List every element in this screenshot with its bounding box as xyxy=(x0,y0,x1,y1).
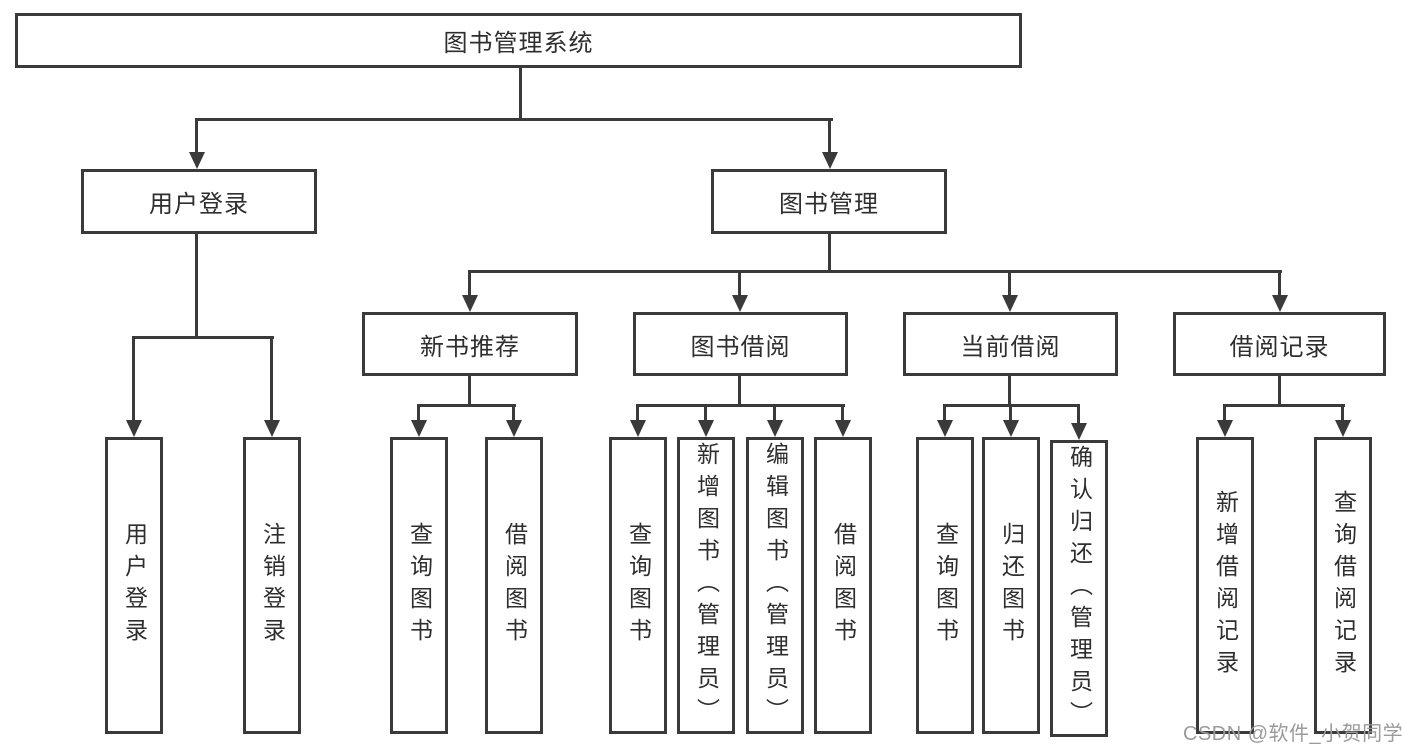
arrow-down-icon xyxy=(822,152,838,169)
leaf-return-book: 归还图书 xyxy=(982,437,1040,734)
node-book-borrowing-label: 图书借阅 xyxy=(690,333,791,361)
leaf-edit-book-admin-label: 编辑图书（管理员） xyxy=(762,441,789,730)
leaf-add-borrow-record: 新增借阅记录 xyxy=(1196,437,1254,734)
arrow-down-icon xyxy=(506,420,522,437)
leaf-add-book-admin: 新增图书（管理员） xyxy=(677,437,735,734)
arrow-down-icon xyxy=(1217,420,1233,437)
leaf-confirm-return-admin-label: 确认归还（管理员） xyxy=(1066,444,1093,733)
connector-line xyxy=(1278,376,1281,407)
node-library-system: 图书管理系统 xyxy=(15,13,1022,68)
connector-line xyxy=(195,118,833,121)
connector-line xyxy=(195,234,198,338)
arrow-down-icon xyxy=(698,420,714,437)
node-borrow-records-label: 借阅记录 xyxy=(1229,333,1330,361)
connector-line xyxy=(195,118,198,154)
connector-line xyxy=(1008,376,1011,407)
leaf-add-book-admin-label: 新增图书（管理员） xyxy=(693,441,720,730)
connector-line xyxy=(828,118,831,154)
leaf-user-login-label: 用户登录 xyxy=(121,521,148,650)
arrow-down-icon xyxy=(835,420,851,437)
arrow-down-icon xyxy=(1335,420,1351,437)
connector-line xyxy=(512,404,515,421)
leaf-query-books-borrowing-label: 查询图书 xyxy=(625,521,652,650)
connector-line xyxy=(943,404,946,421)
leaf-query-books-borrowing: 查询图书 xyxy=(609,437,667,734)
leaf-query-books-recommend: 查询图书 xyxy=(390,437,448,734)
leaf-borrow-books-borrowing: 借阅图书 xyxy=(814,437,872,734)
arrow-down-icon xyxy=(264,420,280,437)
connector-line xyxy=(468,270,1282,273)
leaf-borrow-books-borrowing-label: 借阅图书 xyxy=(830,521,857,650)
arrow-down-icon xyxy=(1272,295,1288,312)
node-book-management-label: 图书管理 xyxy=(779,191,879,218)
connector-line xyxy=(841,404,844,421)
node-library-system-label: 图书管理系统 xyxy=(443,30,594,57)
connector-line xyxy=(1223,404,1345,407)
leaf-borrow-books-recommend: 借阅图书 xyxy=(485,437,543,734)
connector-line xyxy=(738,376,741,407)
node-new-book-recommend: 新书推荐 xyxy=(362,312,578,376)
arrow-down-icon xyxy=(1003,420,1019,437)
arrow-down-icon xyxy=(462,295,478,312)
leaf-query-books-current: 查询图书 xyxy=(916,437,974,734)
arrow-down-icon xyxy=(189,152,205,169)
connector-line xyxy=(1008,270,1011,296)
leaf-query-books-current-label: 查询图书 xyxy=(932,521,959,650)
arrow-down-icon xyxy=(1002,295,1018,312)
arrow-down-icon xyxy=(767,420,783,437)
connector-line xyxy=(1009,404,1012,421)
connector-line xyxy=(636,404,845,407)
connector-line xyxy=(1223,404,1226,421)
node-borrow-records: 借阅记录 xyxy=(1173,312,1386,376)
connector-line xyxy=(468,376,471,407)
leaf-logout: 注销登录 xyxy=(243,437,301,734)
connector-line xyxy=(1341,404,1344,421)
connector-line xyxy=(468,270,471,296)
leaf-query-borrow-record: 查询借阅记录 xyxy=(1314,437,1372,734)
connector-line xyxy=(773,404,776,421)
node-current-borrowing-label: 当前借阅 xyxy=(960,333,1061,361)
connector-line xyxy=(417,404,516,407)
connector-line xyxy=(132,336,135,420)
node-user-login-label: 用户登录 xyxy=(149,191,249,218)
leaf-logout-label: 注销登录 xyxy=(259,521,286,650)
connector-line xyxy=(636,404,639,421)
arrow-down-icon xyxy=(126,420,142,437)
node-new-book-recommend-label: 新书推荐 xyxy=(420,333,520,361)
leaf-borrow-books-recommend-label: 借阅图书 xyxy=(501,521,528,650)
connector-line xyxy=(704,404,707,421)
watermark: CSDN @软件_小贺同学 xyxy=(1183,723,1404,745)
node-current-borrowing: 当前借阅 xyxy=(903,312,1118,376)
node-book-borrowing: 图书借阅 xyxy=(633,312,848,376)
leaf-query-borrow-record-label: 查询借阅记录 xyxy=(1330,489,1357,682)
arrow-down-icon xyxy=(1071,423,1087,440)
arrow-down-icon xyxy=(937,420,953,437)
leaf-confirm-return-admin: 确认归还（管理员） xyxy=(1050,440,1108,737)
connector-line xyxy=(828,234,831,273)
leaf-edit-book-admin: 编辑图书（管理员） xyxy=(746,437,804,734)
connector-line xyxy=(132,336,274,339)
arrow-down-icon xyxy=(411,420,427,437)
node-book-management: 图书管理 xyxy=(711,169,947,234)
connector-line xyxy=(417,404,420,421)
arrow-down-icon xyxy=(732,295,748,312)
arrow-down-icon xyxy=(630,420,646,437)
connector-line xyxy=(519,68,522,120)
node-user-login: 用户登录 xyxy=(81,169,317,234)
leaf-return-book-label: 归还图书 xyxy=(998,521,1025,650)
connector-line xyxy=(1278,270,1281,296)
connector-line xyxy=(738,270,741,296)
leaf-user-login: 用户登录 xyxy=(105,437,163,734)
connector-line xyxy=(270,336,273,420)
leaf-query-books-recommend-label: 查询图书 xyxy=(406,521,433,650)
connector-line xyxy=(1077,404,1080,424)
leaf-add-borrow-record-label: 新增借阅记录 xyxy=(1212,489,1239,682)
